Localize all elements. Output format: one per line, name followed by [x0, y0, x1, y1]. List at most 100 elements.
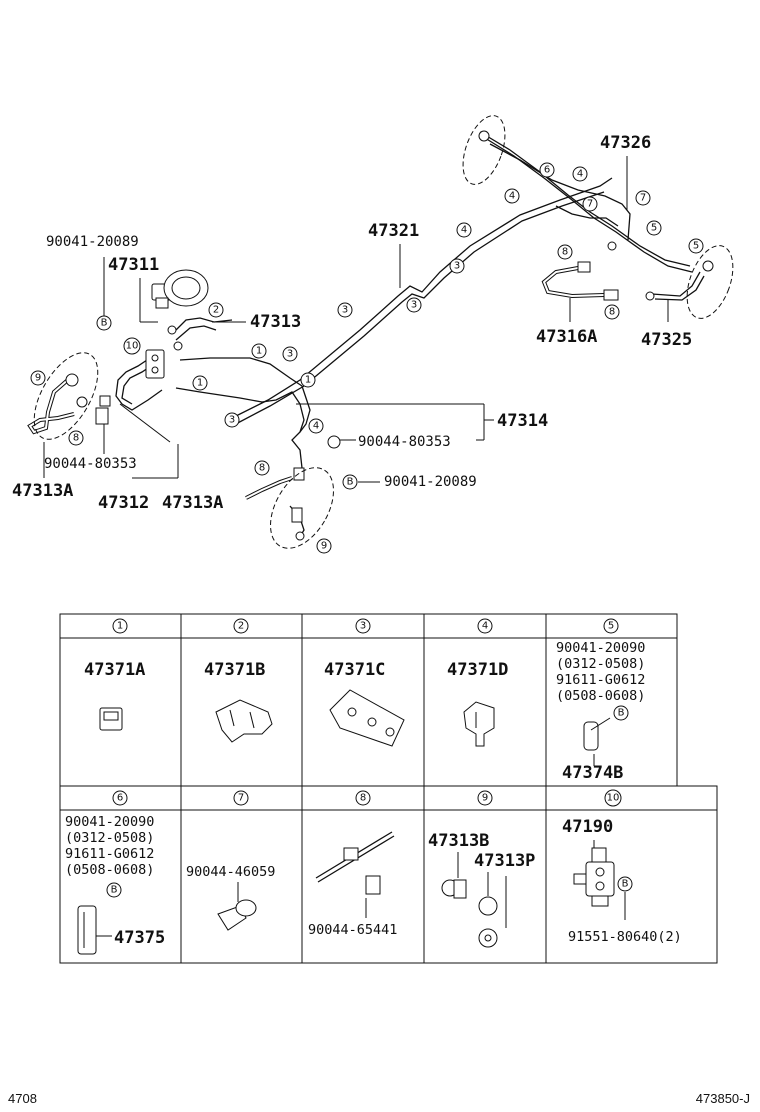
callout-1: 1	[305, 375, 311, 386]
clip-47371A-icon	[99, 707, 123, 731]
callout-circle	[635, 190, 651, 206]
label-90044-80353-left: 90044-80353	[44, 456, 137, 472]
callout-4: 4	[509, 191, 515, 202]
cell-6-side-label: 47375	[114, 928, 165, 948]
callout-circle	[192, 375, 208, 391]
pipe-assembly	[27, 131, 705, 541]
clip-90044-65441-icon	[315, 831, 395, 895]
callout-circle	[254, 460, 270, 476]
callout-5: 5	[651, 223, 657, 234]
callout-circle	[282, 346, 298, 362]
callout-circle	[208, 302, 224, 318]
label-47325: 47325	[641, 330, 692, 350]
label-47311: 47311	[108, 255, 159, 275]
callout-circle	[582, 196, 598, 212]
label-47321: 47321	[368, 221, 419, 241]
callout-circle	[224, 412, 240, 428]
label-47326: 47326	[600, 133, 651, 153]
callout-circle	[557, 244, 573, 260]
detail-ovals	[33, 115, 734, 549]
col-num-5: 5	[608, 621, 614, 632]
callout-10: 10	[126, 341, 139, 352]
cell-6-line-3: 91611-G0612	[65, 846, 154, 862]
cell-1-label: 47371A	[84, 660, 145, 680]
callout-3: 3	[287, 349, 293, 360]
label-47313A-left: 47313A	[12, 481, 73, 501]
callout-circle	[68, 430, 84, 446]
cell-5-line-2: (0312-0508)	[556, 656, 645, 672]
callout-circle	[406, 297, 422, 313]
clip-90044-46059-icon	[217, 899, 257, 931]
label-47316A: 47316A	[536, 327, 597, 347]
table-row-2: 90041-20090 (0312-0508) 91611-G0612 (050…	[65, 814, 682, 955]
callout-circle	[646, 220, 662, 236]
callout-3: 3	[454, 261, 460, 272]
cell-5-line-4: (0508-0608)	[556, 688, 645, 704]
callout-circle	[123, 337, 141, 355]
callout-circle	[688, 238, 704, 254]
callout-circle	[604, 304, 620, 320]
callout-circle	[449, 258, 465, 274]
callout-circle	[251, 343, 267, 359]
cell-7-label: 90044-46059	[186, 864, 275, 880]
callout-5: 5	[693, 241, 699, 252]
label-47314: 47314	[497, 411, 548, 431]
clip-47371B-icon	[215, 699, 273, 743]
cell-5-bottom-label: 47374B	[562, 763, 623, 783]
callout-1: 1	[256, 346, 262, 357]
col-num-2: 2	[238, 621, 244, 632]
callout-circle	[300, 372, 316, 388]
col-num-7: 7	[238, 793, 244, 804]
clamp-47374B-icon	[583, 717, 611, 751]
callout-circle	[572, 166, 588, 182]
table-row-1: 47371A 47371B 47371C 47371D 90041-20090 …	[84, 640, 645, 783]
callout-4: 4	[577, 169, 583, 180]
leader-lines	[43, 156, 669, 483]
callout-circle	[456, 222, 472, 238]
b-marker-right: B	[347, 477, 354, 488]
callout-circle	[316, 538, 332, 554]
callout-3: 3	[229, 415, 235, 426]
clip-47313B-icon	[441, 879, 467, 899]
callout-circle	[308, 418, 324, 434]
cell-6-line-1: 90041-20090	[65, 814, 154, 830]
cell-10-bottom-label: 91551-80640(2)	[568, 929, 682, 945]
cell-6-line-2: (0312-0508)	[65, 830, 154, 846]
cell-10-label: 47190	[562, 817, 613, 837]
callout-3: 3	[411, 300, 417, 311]
col-num-1: 1	[117, 621, 123, 632]
footer-left-code: 4708	[8, 1091, 37, 1106]
callout-circle	[539, 162, 555, 178]
b-marker-top: B	[101, 318, 108, 329]
label-90041-20089-right: 90041-20089	[384, 474, 477, 490]
cell-3-label: 47371C	[324, 660, 385, 680]
callout-8: 8	[73, 433, 79, 444]
col-num-8: 8	[360, 793, 366, 804]
col-num-3: 3	[360, 621, 366, 632]
clip-47371D-icon	[463, 701, 495, 747]
callout-8: 8	[609, 307, 615, 318]
label-47312: 47312	[98, 493, 149, 513]
col-num-6: 6	[117, 793, 123, 804]
clamp-47375-icon	[77, 905, 97, 955]
part-labels: 47326 47321 90041-20089 47311 47313 4731…	[12, 133, 692, 513]
label-90044-80353-right: 90044-80353	[358, 434, 451, 450]
cell-5-line-1: 90041-20090	[556, 640, 645, 656]
clip-47371C-icon	[329, 689, 405, 747]
callout-9: 9	[321, 541, 327, 552]
label-90041-20089-top: 90041-20089	[46, 234, 139, 250]
callout-2: 2	[213, 305, 219, 316]
callout-7: 7	[587, 199, 593, 210]
callout-4: 4	[461, 225, 467, 236]
callout-1: 1	[197, 378, 203, 389]
col-num-4: 4	[482, 621, 488, 632]
callout-9: 9	[35, 373, 41, 384]
callout-circle	[504, 188, 520, 204]
cell-2-label: 47371B	[204, 660, 265, 680]
label-47313: 47313	[250, 312, 301, 332]
callout-7: 7	[640, 193, 646, 204]
cell-6-b-marker: B	[111, 885, 118, 896]
callout-8: 8	[259, 463, 265, 474]
